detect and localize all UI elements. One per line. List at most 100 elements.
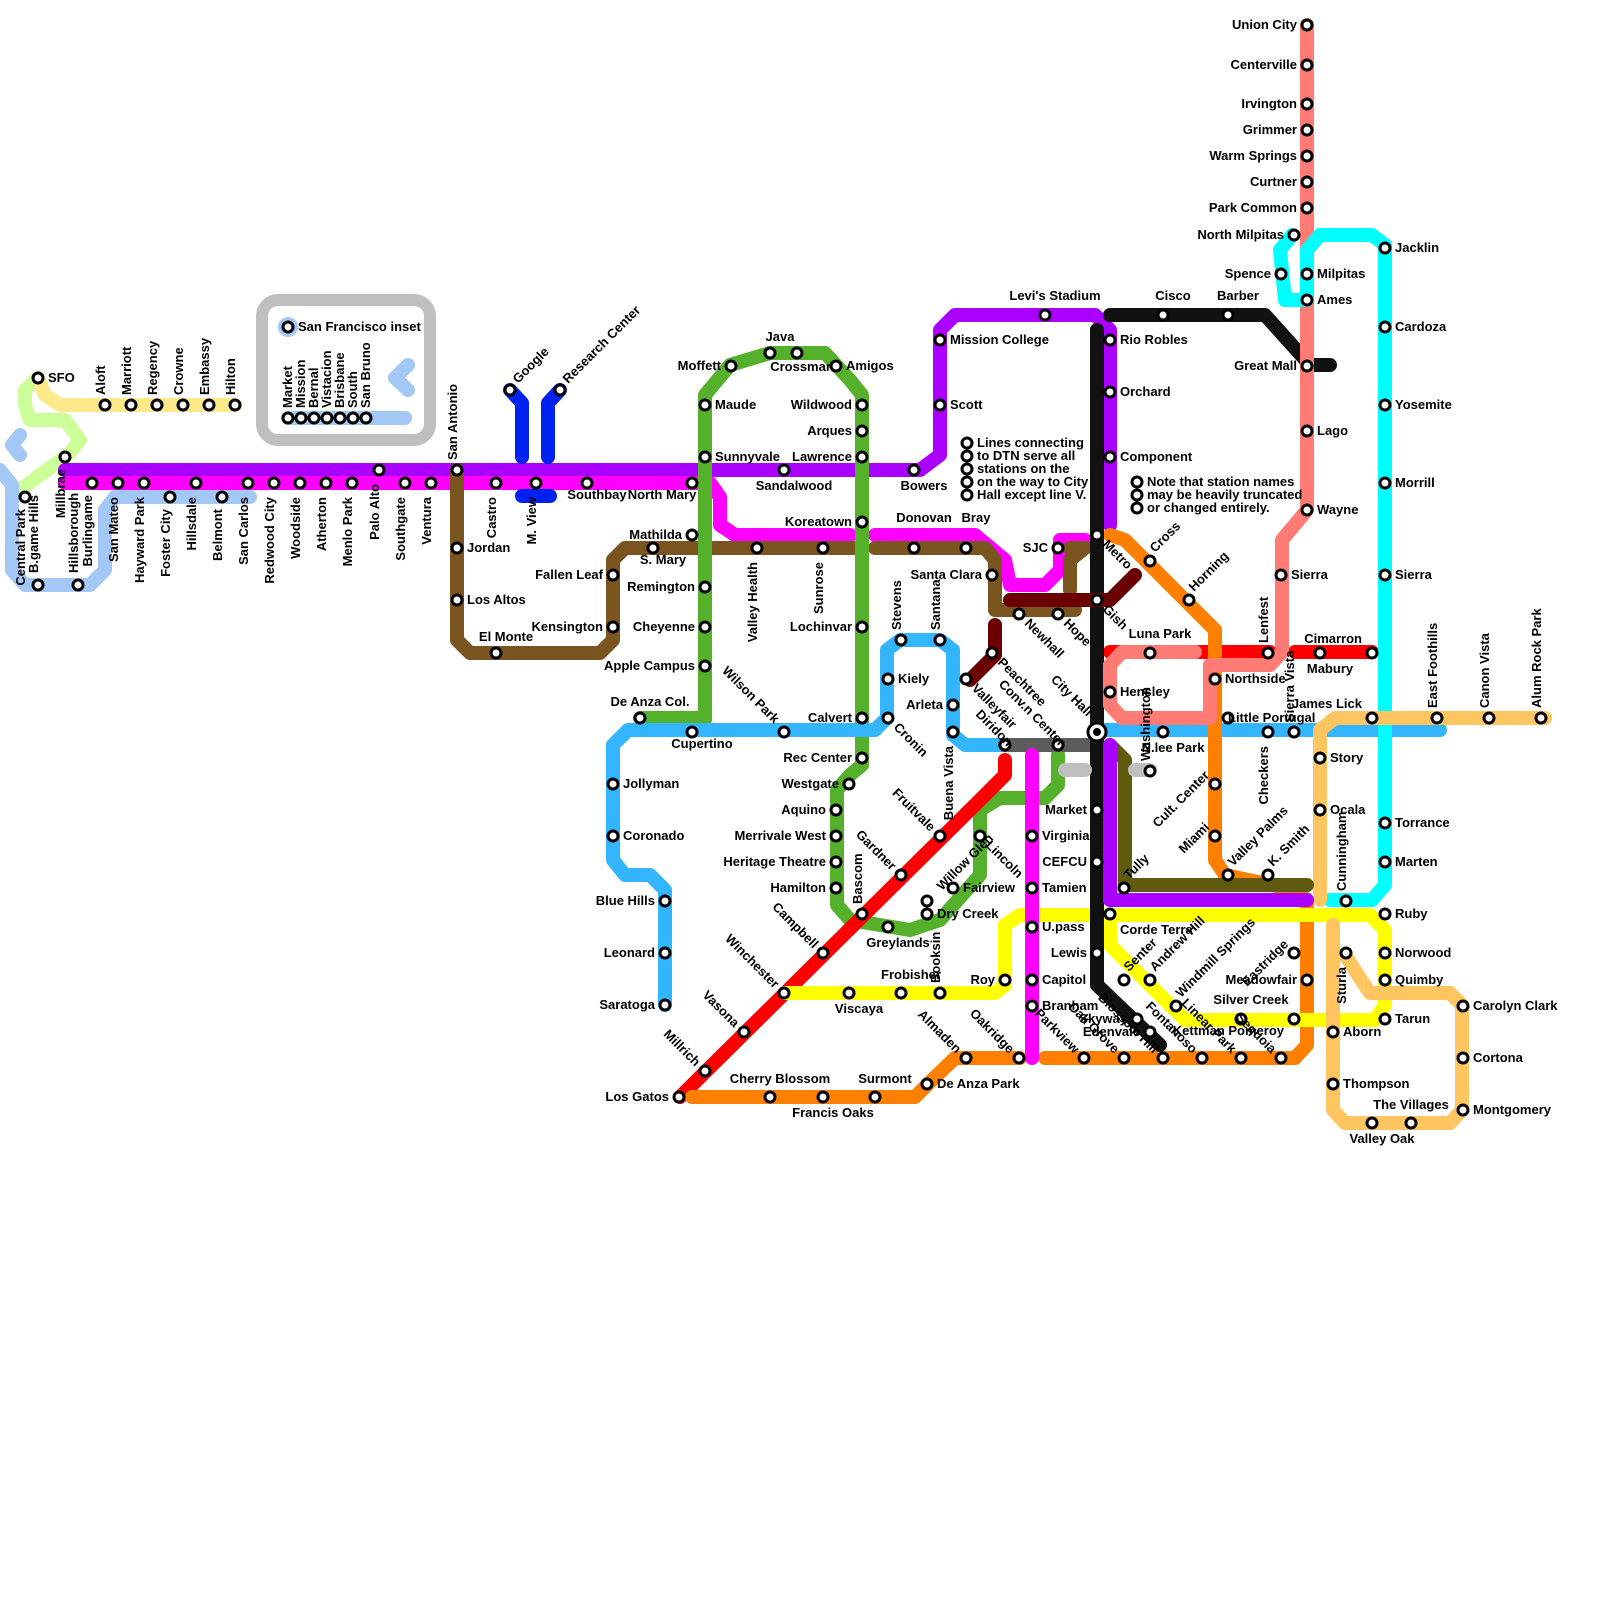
inset-station-marker[interactable] — [346, 411, 360, 425]
station-marker[interactable] — [1143, 554, 1157, 568]
station-marker[interactable] — [1103, 385, 1117, 399]
station-marker[interactable] — [1300, 359, 1314, 373]
station-marker[interactable] — [202, 398, 216, 412]
station-marker[interactable] — [1378, 973, 1392, 987]
station-marker[interactable] — [1300, 149, 1314, 163]
station-marker[interactable] — [920, 907, 934, 921]
station-marker[interactable] — [829, 829, 843, 843]
station-marker[interactable] — [633, 711, 647, 725]
station-marker[interactable] — [698, 620, 712, 634]
station-marker[interactable] — [18, 490, 32, 504]
station-marker[interactable] — [503, 383, 517, 397]
station-marker[interactable] — [1326, 1077, 1340, 1091]
station-marker[interactable] — [1025, 999, 1039, 1013]
station-marker[interactable] — [1103, 907, 1117, 921]
station-marker[interactable] — [293, 476, 307, 490]
station-marker[interactable] — [698, 659, 712, 673]
station-marker[interactable] — [946, 725, 960, 739]
station-marker[interactable] — [1326, 1025, 1340, 1039]
station-marker[interactable] — [973, 829, 987, 843]
station-marker[interactable] — [737, 1025, 751, 1039]
station-marker[interactable] — [881, 711, 895, 725]
station-marker[interactable] — [398, 476, 412, 490]
station-marker[interactable] — [1117, 973, 1131, 987]
station-marker[interactable] — [920, 1077, 934, 1091]
station-marker[interactable] — [1077, 1051, 1091, 1065]
station-marker[interactable] — [189, 476, 203, 490]
station-marker[interactable] — [1287, 725, 1301, 739]
inset-station-marker[interactable] — [359, 411, 373, 425]
station-marker[interactable] — [71, 578, 85, 592]
station-marker[interactable] — [553, 383, 567, 397]
station-marker[interactable] — [1143, 764, 1157, 778]
station-marker[interactable] — [163, 490, 177, 504]
station-marker[interactable] — [1090, 803, 1104, 817]
station-marker[interactable] — [816, 946, 830, 960]
station-marker[interactable] — [1287, 946, 1301, 960]
station-marker[interactable] — [1182, 593, 1196, 607]
station-marker[interactable] — [685, 476, 699, 490]
station-marker[interactable] — [1261, 868, 1275, 882]
station-marker[interactable] — [933, 829, 947, 843]
station-marker[interactable] — [1103, 333, 1117, 347]
station-marker[interactable] — [1339, 894, 1353, 908]
station-marker[interactable] — [150, 398, 164, 412]
station-marker[interactable] — [658, 998, 672, 1012]
station-marker[interactable] — [933, 986, 947, 1000]
station-marker[interactable] — [816, 541, 830, 555]
station-marker[interactable] — [1143, 1025, 1157, 1039]
station-marker[interactable] — [1365, 646, 1379, 660]
station-marker[interactable] — [111, 476, 125, 490]
station-marker[interactable] — [855, 424, 869, 438]
station-marker[interactable] — [241, 476, 255, 490]
station-marker[interactable] — [946, 881, 960, 895]
station-marker[interactable] — [1274, 267, 1288, 281]
station-marker[interactable] — [698, 580, 712, 594]
station-marker[interactable] — [724, 359, 738, 373]
station-marker[interactable] — [763, 346, 777, 360]
station-marker[interactable] — [85, 476, 99, 490]
station-marker[interactable] — [1156, 308, 1170, 322]
station-marker[interactable] — [1378, 320, 1392, 334]
station-marker[interactable] — [777, 986, 791, 1000]
station-marker[interactable] — [529, 476, 543, 490]
station-marker[interactable] — [1378, 1012, 1392, 1026]
station-marker[interactable] — [98, 398, 112, 412]
station-marker[interactable] — [1378, 476, 1392, 490]
station-marker[interactable] — [907, 463, 921, 477]
station-marker[interactable] — [685, 528, 699, 542]
station-marker[interactable] — [959, 672, 973, 686]
station-marker[interactable] — [790, 346, 804, 360]
station-marker[interactable] — [1300, 503, 1314, 517]
station-marker[interactable] — [1482, 711, 1496, 725]
station-marker[interactable] — [450, 463, 464, 477]
inset-station-marker[interactable] — [333, 411, 347, 425]
station-marker[interactable] — [855, 620, 869, 634]
station-marker[interactable] — [319, 476, 333, 490]
station-marker[interactable] — [1430, 711, 1444, 725]
station-marker[interactable] — [1051, 607, 1065, 621]
station-marker[interactable] — [868, 1090, 882, 1104]
station-marker[interactable] — [894, 633, 908, 647]
station-marker[interactable] — [176, 398, 190, 412]
station-marker[interactable] — [933, 633, 947, 647]
station-marker[interactable] — [842, 777, 856, 791]
station-marker[interactable] — [1169, 999, 1183, 1013]
station-marker[interactable] — [959, 541, 973, 555]
station-marker[interactable] — [881, 920, 895, 934]
station-marker[interactable] — [698, 450, 712, 464]
station-marker[interactable] — [933, 333, 947, 347]
station-marker[interactable] — [1025, 881, 1039, 895]
station-marker[interactable] — [1378, 816, 1392, 830]
station-marker[interactable] — [894, 868, 908, 882]
station-marker[interactable] — [267, 476, 281, 490]
station-marker[interactable] — [1117, 881, 1131, 895]
inset-station-marker[interactable] — [281, 411, 295, 425]
station-marker[interactable] — [1300, 58, 1314, 72]
station-marker[interactable] — [777, 725, 791, 739]
inset-station-marker[interactable] — [320, 411, 334, 425]
station-marker[interactable] — [920, 894, 934, 908]
station-marker[interactable] — [124, 398, 138, 412]
station-marker[interactable] — [829, 359, 843, 373]
station-marker[interactable] — [1234, 1051, 1248, 1065]
